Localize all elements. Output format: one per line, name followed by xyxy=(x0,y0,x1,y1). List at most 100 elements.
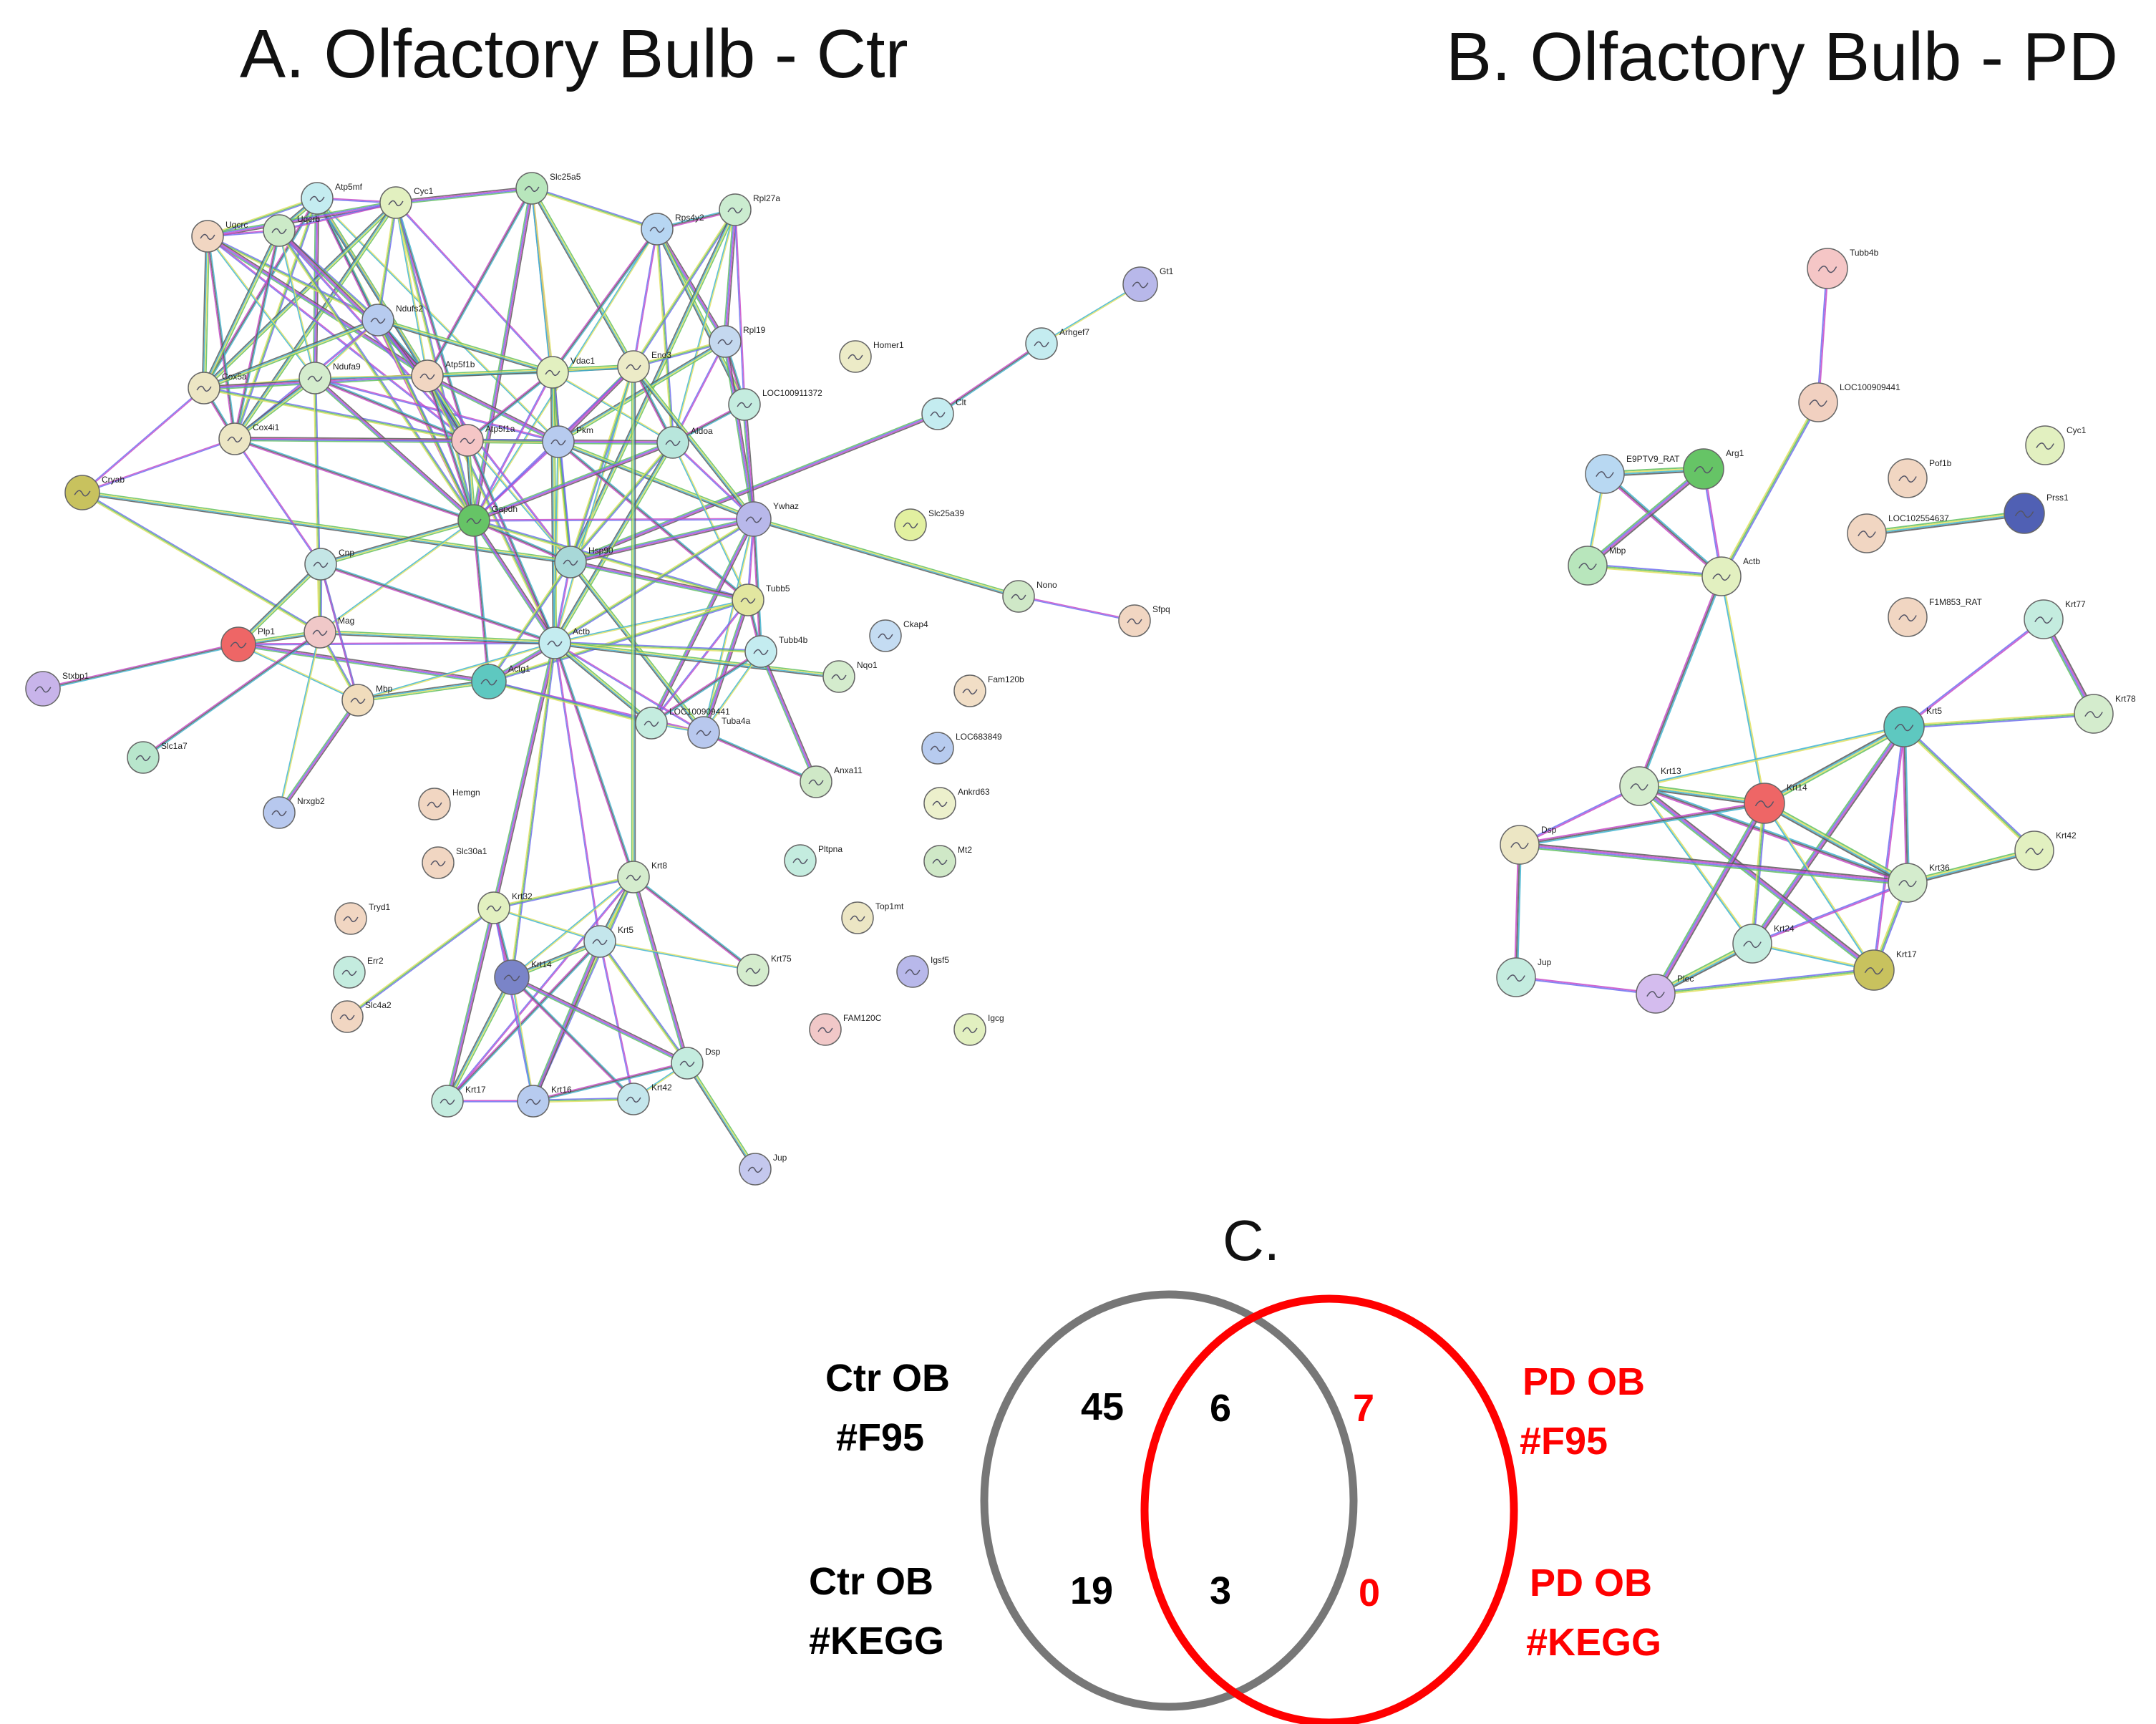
net-a-edge-strand xyxy=(633,876,754,970)
net-a-edge-strand xyxy=(558,441,573,562)
net-a-edge-strand xyxy=(320,520,475,566)
net-a-node: Igsf5 xyxy=(896,955,949,988)
net-a-edge-strand xyxy=(493,907,601,943)
net-a-edge-strand xyxy=(427,188,534,377)
net-a-edge-strand xyxy=(570,563,748,603)
net-a-edge-strand xyxy=(555,641,704,732)
net-a-node-structure-icon xyxy=(850,915,865,922)
net-a-edge-strand xyxy=(376,202,396,320)
net-b-edge-strand xyxy=(1752,881,1908,944)
net-a-edge xyxy=(491,642,558,909)
net-a-node: Tuba4a xyxy=(687,716,751,749)
net-a-edge-strand xyxy=(376,320,474,522)
net-a-edge-strand xyxy=(570,366,634,563)
net-a-node: Slc1a7 xyxy=(127,741,188,774)
net-a-edge-strand xyxy=(142,631,321,758)
net-a-edge-strand xyxy=(238,643,359,700)
net-a-node-label: Ankrd63 xyxy=(958,787,990,797)
net-b-edge-strand xyxy=(1639,576,1724,788)
net-a-edge xyxy=(203,318,379,390)
net-a-edge-strand xyxy=(43,644,239,691)
net-a-edge-strand xyxy=(551,372,555,644)
net-a-edge-strand xyxy=(511,977,688,1065)
net-b-edge-strand xyxy=(1587,566,1722,578)
net-b-edge-strand xyxy=(1873,727,1905,971)
net-a-edge-strand xyxy=(553,643,633,878)
net-a-edge-strand xyxy=(530,188,633,367)
net-a-node-label: Krt75 xyxy=(771,954,792,964)
network-panel-b: Tubb4bLOC100909441E9PTV9_RATArg1Cyc1Pof1… xyxy=(1496,248,2136,1014)
net-a-edge-strand xyxy=(651,652,762,725)
net-a-edge xyxy=(553,441,560,644)
net-a-edge-strand xyxy=(1041,283,1140,344)
net-a-edge-strand xyxy=(734,209,745,405)
net-a-edge-strand xyxy=(42,644,239,689)
net-a-edge-strand xyxy=(558,441,754,520)
net-b-edge-strand xyxy=(1752,942,1875,970)
net-a-node-structure-icon xyxy=(545,369,560,377)
net-a-edge-strand xyxy=(378,319,476,520)
net-a-edge-strand xyxy=(447,941,601,1103)
net-a-edge xyxy=(753,516,1019,599)
net-a-edge-strand xyxy=(753,520,1019,599)
net-a-node-label: Krt14 xyxy=(531,959,552,969)
net-a-edge xyxy=(278,201,397,232)
net-a-edge xyxy=(632,876,754,972)
net-a-edge-strand xyxy=(555,641,762,652)
net-b-edge-strand xyxy=(1588,470,1706,568)
net-b-node: Krt5 xyxy=(1883,706,1942,747)
net-a-edge-strand xyxy=(472,520,554,644)
net-a-edge-strand xyxy=(570,561,749,600)
panel-b-title: B. Olfactory Bulb - PD xyxy=(1446,19,2118,95)
net-b-edge-strand xyxy=(1763,724,1904,803)
net-a-node-label: Hemgn xyxy=(452,788,480,798)
net-a-edge-strand xyxy=(488,561,571,682)
net-a-node-label: Pkm xyxy=(576,425,593,435)
net-b-edge xyxy=(1752,942,1875,972)
net-a-node-label: Actg1 xyxy=(508,664,530,674)
net-b-edge-strand xyxy=(1654,803,1765,994)
net-a-node: Hsp90 xyxy=(554,546,613,578)
net-b-edge-strand xyxy=(1588,563,1722,576)
net-a-edge-strand xyxy=(474,520,491,682)
net-b-edge-strand xyxy=(1817,268,1828,403)
net-b-node-label: Dsp xyxy=(1541,825,1557,835)
net-a-edge-strand xyxy=(207,196,317,236)
net-a-node-label: Atp5f1a xyxy=(485,424,515,434)
net-b-node-structure-icon xyxy=(1578,563,1597,571)
net-a-edge-strand xyxy=(569,441,673,562)
net-b-edge xyxy=(1519,785,1640,846)
net-a-edge xyxy=(631,876,690,1064)
net-a-edge-strand xyxy=(551,228,657,372)
net-a-edge-strand xyxy=(237,563,321,644)
net-a-edge xyxy=(552,371,674,444)
net-a-edge-strand xyxy=(203,236,209,389)
net-a-edge-strand xyxy=(552,371,674,442)
net-a-edge-strand xyxy=(554,642,634,878)
net-a-edge-strand xyxy=(234,438,475,521)
net-a-edge xyxy=(82,437,235,494)
net-b-edge xyxy=(1514,844,1522,978)
net-a-edge-strand xyxy=(553,229,659,374)
ctr-only-kegg-count: 19 xyxy=(1070,1569,1113,1612)
net-a-node: Homer1 xyxy=(839,340,904,373)
network-a-edges xyxy=(42,185,1141,1171)
net-a-edge-strand xyxy=(425,376,555,644)
net-a-edge-strand xyxy=(472,520,489,682)
net-a-node: Arhgef7 xyxy=(1025,327,1089,360)
net-b-node-label: Krt36 xyxy=(1929,863,1950,873)
net-a-edge-strand xyxy=(570,516,754,561)
net-b-node-structure-icon xyxy=(1646,991,1665,999)
net-a-node: Rpl27a xyxy=(719,193,780,226)
net-b-edge-strand xyxy=(1519,785,1640,846)
net-b-edge xyxy=(1638,725,1905,788)
net-a-edge-strand xyxy=(234,230,280,440)
net-b-node-structure-icon xyxy=(1898,614,1917,622)
net-a-node: Aldoa xyxy=(656,426,713,459)
net-a-edge-strand xyxy=(235,438,322,565)
net-a-edge xyxy=(553,441,675,644)
net-a-edge xyxy=(533,1097,634,1103)
net-a-node-label: Tryd1 xyxy=(369,902,391,912)
net-a-node-label: Slc25a5 xyxy=(550,172,581,182)
net-a-node: Rpl19 xyxy=(709,325,766,358)
